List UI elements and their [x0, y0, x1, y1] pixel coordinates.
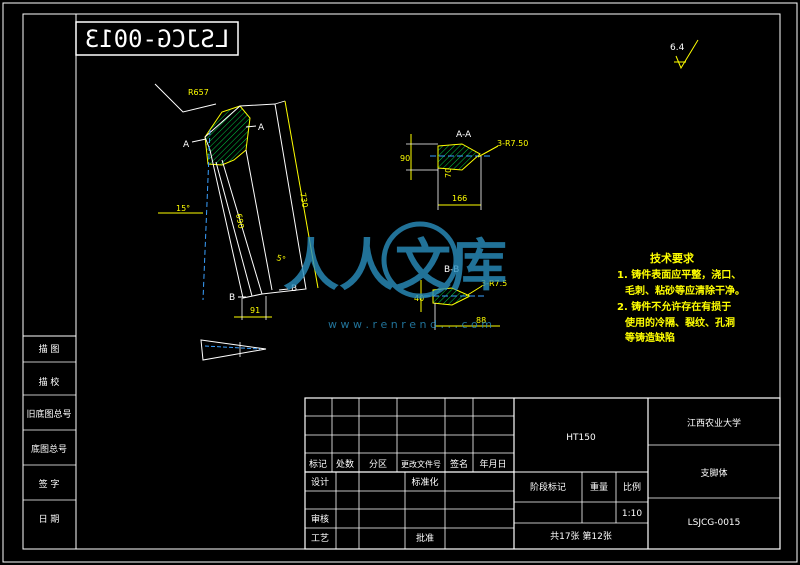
tech-line-4: 使用的冷隔、裂纹、孔洞 [624, 316, 735, 329]
side-label-1: 描 图 [39, 343, 60, 355]
hdr-mark: 标记 [309, 458, 327, 470]
tb-stage: 阶段标记 [530, 481, 566, 493]
tb-drawing-number: LSJCG-0015 [688, 518, 741, 528]
cut-a-left: A [183, 140, 190, 150]
tech-requirements: 技术要求 1. 铸件表面应平整，浇口、 毛刺、粘砂等应清除干净。 2. 铸件不允… [617, 251, 745, 344]
section-aa-inner: 70 [444, 168, 453, 178]
main-view: R657 730 690 A A 15° 5° B B [154, 83, 319, 320]
hdr-change-doc: 更改文件号 [401, 459, 441, 469]
section-bb-height: 40 [414, 294, 424, 303]
section-bb-width: 88 [476, 316, 486, 325]
section-aa-width: 166 [452, 194, 467, 203]
tb-approve: 批准 [416, 532, 434, 544]
inner-label: 690 [234, 213, 246, 230]
watermark-main: 人人文库 [283, 234, 507, 299]
tip-angle-label: 5° [275, 253, 286, 264]
hdr-sign: 签名 [450, 458, 468, 470]
title-block-text: 标记 处数 分区 更改文件号 签名 年月日 设计 标准化 审核 工艺 批准 HT… [309, 417, 741, 544]
detail-view [200, 339, 267, 361]
side-label-4: 底图总号 [31, 443, 67, 455]
tb-standardize: 标准化 [411, 476, 438, 488]
title-block [304, 397, 781, 550]
tb-review: 审核 [311, 513, 329, 525]
side-label-3: 旧底图总号 [26, 408, 71, 420]
side-label-table: 描 图 描 校 旧底图总号 底图总号 签 字 日 期 [22, 335, 77, 550]
side-label-6: 日 期 [39, 514, 60, 525]
roughness-value: 6.4 [670, 43, 685, 53]
tb-sheet-info: 共17张 第12张 [550, 530, 612, 542]
tb-process: 工艺 [311, 533, 329, 544]
cut-a-right: A [258, 123, 265, 133]
section-bb: B-B 40 88 3-R7.5 [414, 265, 507, 330]
angle-label: 15° [176, 204, 190, 213]
tech-line-2: 毛刺、粘砂等应清除干净。 [625, 284, 745, 297]
drawing-number-box [75, 21, 239, 56]
hdr-date: 年月日 [479, 458, 506, 470]
section-aa-title: A-A [456, 130, 472, 140]
tb-part-name: 支脚体 [700, 467, 727, 479]
section-aa: A-A 90 70 166 3-R7.50 [400, 130, 528, 210]
watermark-url: w w w . r e n r e n d . . . c o m [328, 318, 492, 331]
side-label-5: 签 字 [39, 478, 60, 490]
tech-line-1: 1. 铸件表面应平整，浇口、 [617, 268, 741, 281]
section-bb-title: B-B [444, 265, 459, 275]
tb-design: 设计 [311, 476, 329, 488]
width-label: 91 [250, 306, 260, 315]
length-label: 730 [298, 192, 310, 209]
section-bb-callout: 3-R7.5 [481, 279, 507, 288]
drawing-number-mirrored: LSJCG-0013 [85, 25, 230, 53]
section-aa-height: 90 [400, 154, 410, 163]
roughness-symbol [675, 39, 699, 70]
hdr-zone: 分区 [369, 459, 387, 470]
tech-heading: 技术要求 [650, 251, 695, 265]
tb-school: 江西农业大学 [687, 417, 741, 429]
tech-line-3: 2. 铸件不允许存在有损于 [617, 300, 731, 313]
tb-scale-label: 比例 [623, 481, 641, 493]
tb-scale: 1:10 [622, 509, 642, 519]
tech-line-5: 等铸造缺陷 [625, 331, 675, 344]
tb-material: HT150 [566, 433, 596, 443]
cut-b-left: B [229, 293, 235, 303]
section-aa-callout: 3-R7.50 [497, 139, 528, 148]
watermark: 人人文库 w w w . r e n r e n d . . . c o m [283, 221, 507, 331]
radius-label: R657 [188, 88, 209, 97]
hdr-count: 处数 [336, 458, 354, 470]
tb-weight: 重量 [590, 481, 608, 493]
cut-b-right: B [291, 284, 297, 294]
side-label-2: 描 校 [39, 376, 60, 388]
